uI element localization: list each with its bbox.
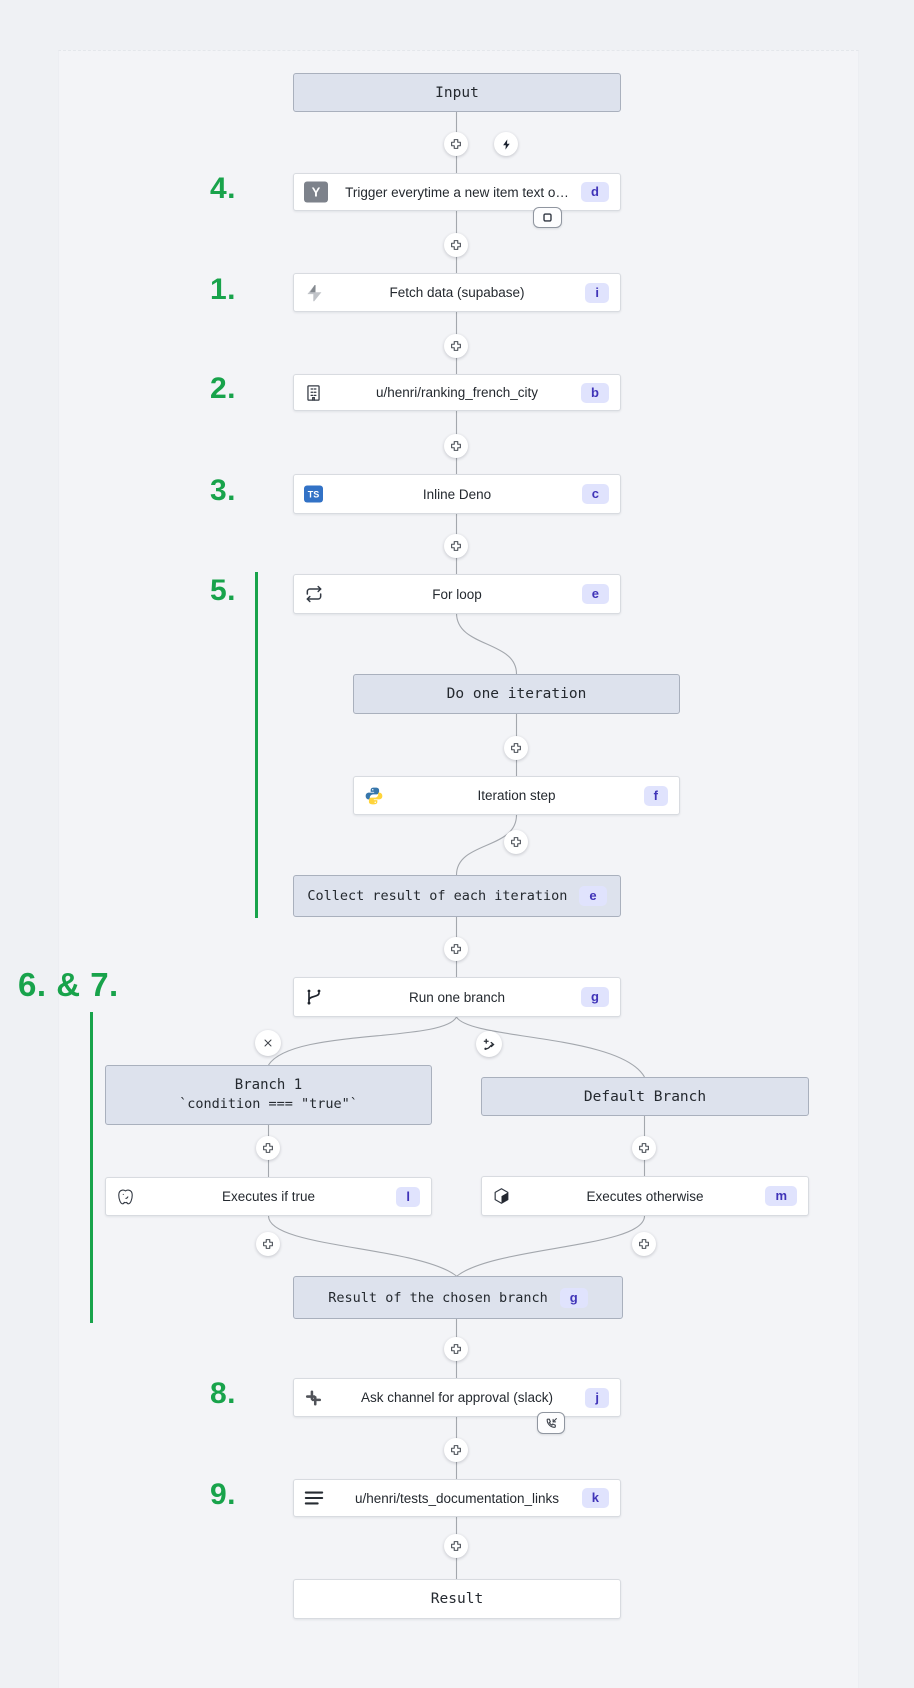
add-step-button[interactable] — [444, 1337, 468, 1361]
ranking-script-step[interactable]: u/henri/ranking_french_city b — [293, 374, 621, 411]
menu-icon — [304, 1490, 324, 1507]
bolt-icon — [502, 138, 510, 150]
suspend-approval-icon — [537, 1412, 565, 1434]
add-step-button[interactable] — [444, 434, 468, 458]
do-one-iteration-label: Do one iteration — [446, 686, 587, 702]
branch-1-node[interactable]: Branch 1 `condition === "true"` — [105, 1065, 432, 1125]
run-one-branch-step[interactable]: Run one branch g — [293, 977, 621, 1017]
step-id-badge: j — [585, 1387, 609, 1408]
default-branch-node[interactable]: Default Branch — [481, 1077, 809, 1116]
default-branch-label: Default Branch — [583, 1088, 707, 1105]
annotation-1: 1. — [209, 273, 236, 306]
step-id-badge: g — [559, 1287, 588, 1308]
cube-icon — [492, 1187, 511, 1206]
branch-scope-line — [90, 1012, 93, 1323]
typescript-icon: TS — [304, 485, 323, 503]
result-node[interactable]: Result — [293, 1579, 621, 1619]
tests-documentation-step[interactable]: u/henri/tests_documentation_links k — [293, 1479, 621, 1517]
executes-otherwise-step[interactable]: Executes otherwise m — [481, 1176, 809, 1216]
add-step-button[interactable] — [504, 830, 528, 854]
add-step-button[interactable] — [444, 534, 468, 558]
step-id-badge: e — [581, 584, 609, 604]
repeat-icon — [304, 584, 324, 604]
collect-result-node[interactable]: Collect result of each iteration e — [293, 875, 621, 917]
iteration-step-label: Iteration step — [477, 788, 556, 803]
step-id-badge: d — [581, 182, 609, 202]
step-id-badge: i — [585, 282, 609, 303]
branch-1-title: Branch 1 — [234, 1077, 303, 1094]
step-id-badge: m — [765, 1186, 797, 1206]
hackernews-icon: Y — [304, 181, 328, 203]
branch-icon — [304, 987, 324, 1007]
add-step-button[interactable] — [444, 1534, 468, 1558]
slack-icon — [304, 1388, 323, 1407]
executes-if-true-step[interactable]: Executes if true l — [105, 1177, 432, 1216]
step-id-badge: l — [396, 1186, 420, 1207]
for-loop-label: For loop — [432, 586, 482, 602]
postgresql-icon — [116, 1187, 135, 1206]
remove-branch-button[interactable] — [255, 1030, 281, 1056]
collect-result-label: Collect result of each iteration — [307, 888, 568, 904]
annotation-6-7: 6. & 7. — [18, 966, 119, 1003]
step-id-badge: e — [579, 886, 607, 906]
for-loop-step[interactable]: For loop e — [293, 574, 621, 614]
step-id-badge: b — [581, 382, 609, 403]
stop-after-step-icon — [533, 207, 562, 228]
result-label: Result — [430, 1591, 484, 1607]
python-icon — [364, 786, 384, 806]
trigger-step[interactable]: Y Trigger everytime a new item text o… d — [293, 173, 621, 211]
input-node[interactable]: Input — [293, 73, 621, 112]
annotation-5: 5. — [209, 574, 236, 607]
fetch-label: Fetch data (supabase) — [389, 285, 525, 300]
input-label: Input — [435, 84, 479, 101]
step-id-badge: g — [581, 987, 609, 1007]
add-step-button[interactable] — [444, 1438, 468, 1462]
annotation-8: 8. — [209, 1377, 236, 1410]
annotation-2: 2. — [209, 372, 236, 405]
close-icon — [264, 1039, 272, 1047]
iteration-step[interactable]: Iteration step f — [353, 776, 680, 815]
executes-otherwise-label: Executes otherwise — [586, 1188, 704, 1204]
add-step-button[interactable] — [632, 1232, 656, 1256]
add-step-button[interactable] — [256, 1232, 280, 1256]
ask-approval-label: Ask channel for approval (slack) — [360, 1390, 554, 1405]
annotation-3: 3. — [209, 474, 236, 507]
ask-approval-step[interactable]: Ask channel for approval (slack) j — [293, 1378, 621, 1417]
inline-deno-label: Inline Deno — [422, 486, 492, 502]
add-step-button[interactable] — [444, 334, 468, 358]
loop-scope-line — [255, 572, 258, 918]
executes-if-true-label: Executes if true — [221, 1189, 316, 1204]
add-step-button[interactable] — [632, 1136, 656, 1160]
branch-1-condition: `condition === "true"` — [179, 1096, 358, 1113]
step-id-badge: c — [581, 484, 609, 504]
supabase-icon — [304, 283, 323, 302]
inline-deno-step[interactable]: TS Inline Deno c — [293, 474, 621, 514]
building-icon — [304, 383, 323, 402]
step-id-badge: f — [643, 785, 668, 806]
trigger-bolt-button[interactable] — [494, 132, 518, 156]
annotation-9: 9. — [209, 1478, 236, 1511]
annotation-4: 4. — [209, 172, 236, 205]
add-step-button[interactable] — [444, 132, 468, 156]
add-branch-button[interactable] — [476, 1031, 502, 1057]
fetch-data-step[interactable]: Fetch data (supabase) i — [293, 273, 621, 312]
do-one-iteration-node[interactable]: Do one iteration — [353, 674, 680, 714]
branch-result-node[interactable]: Result of the chosen branch g — [293, 1276, 623, 1319]
add-step-button[interactable] — [504, 736, 528, 760]
trigger-label: Trigger everytime a new item text o… — [345, 184, 569, 200]
ranking-label: u/henri/ranking_french_city — [375, 385, 539, 400]
add-step-button[interactable] — [444, 233, 468, 257]
tests-documentation-label: u/henri/tests_documentation_links — [354, 1490, 560, 1506]
add-branch-icon — [483, 1038, 495, 1050]
run-one-branch-label: Run one branch — [408, 989, 506, 1005]
add-step-button[interactable] — [444, 937, 468, 961]
branch-result-label: Result of the chosen branch — [328, 1289, 548, 1306]
step-id-badge: k — [581, 1488, 609, 1508]
add-step-button[interactable] — [256, 1136, 280, 1160]
